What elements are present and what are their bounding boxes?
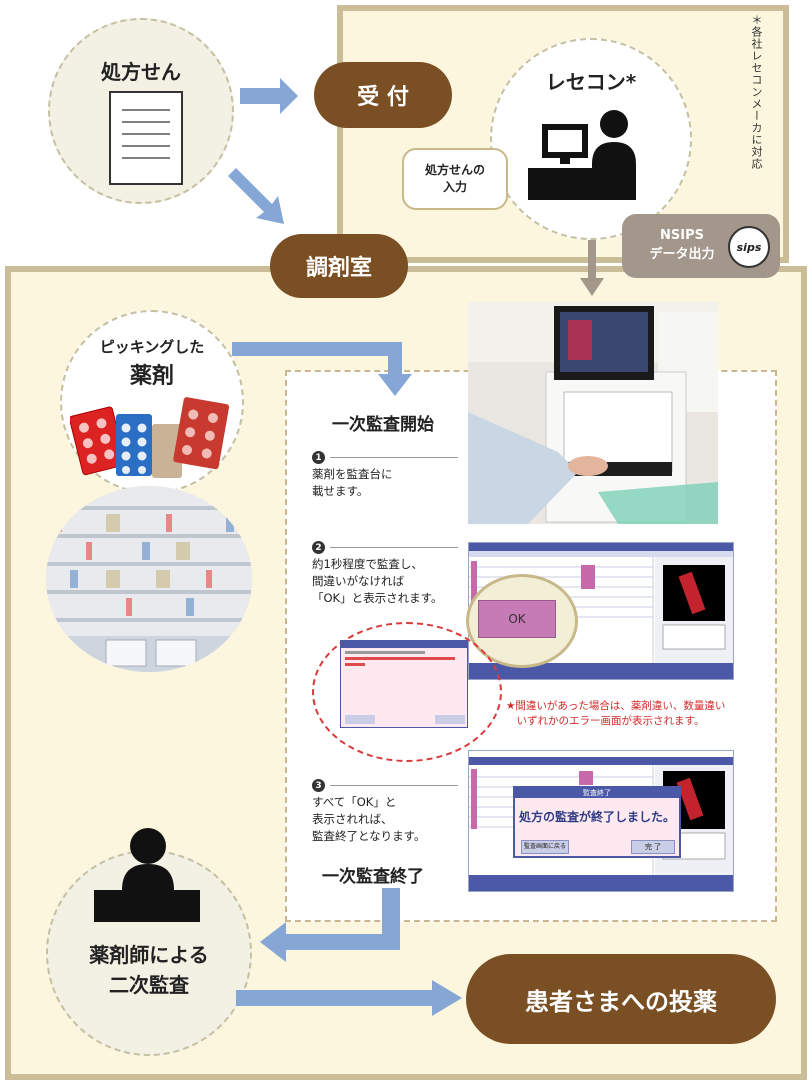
step-2-text: 約1秒程度で監査し、 間違いがなければ 「OK」と表示されます。 bbox=[312, 557, 443, 605]
dispensary-pill: 調剤室 bbox=[270, 234, 408, 298]
nsips-logo-text: sips bbox=[736, 240, 762, 254]
inspection-machine-photo bbox=[468, 302, 718, 524]
ok-indicator: OK bbox=[478, 600, 556, 638]
medicine-packs-image bbox=[70, 397, 230, 478]
step-2-number: 2 bbox=[312, 541, 325, 554]
step-3-divider bbox=[330, 785, 458, 786]
arrow-to-inspection bbox=[232, 342, 412, 396]
nsips-label: NSIPS データ出力 bbox=[649, 228, 715, 262]
vertical-note: ＊各社レセコンメーカに対応 bbox=[750, 14, 763, 170]
arrow-to-dispensary bbox=[228, 168, 284, 224]
arrow-to-reception bbox=[240, 78, 298, 114]
error-dialog-screenshot bbox=[340, 640, 468, 728]
inspection-start-heading: 一次監査開始 bbox=[332, 415, 434, 435]
patient-dispensing-pill: 患者さまへの投薬 bbox=[466, 954, 776, 1044]
nsips-logo: sips bbox=[728, 226, 770, 268]
arrow-to-patient bbox=[236, 980, 462, 1016]
document-icon bbox=[109, 91, 183, 185]
error-note: ★間違いがあった場合は、薬剤違い、数量違い いずれかのエラー画面が表示されます。 bbox=[506, 700, 726, 727]
complete-popup-title: 監査終了 bbox=[515, 788, 679, 798]
inspection-end-heading: 一次監査終了 bbox=[322, 867, 424, 887]
step-2-divider bbox=[330, 547, 458, 548]
step-3-number: 3 bbox=[312, 779, 325, 792]
step-1-text: 薬剤を監査台に 載せます。 bbox=[312, 467, 393, 498]
prescription-label: 処方せん bbox=[101, 60, 181, 84]
complete-button[interactable]: 完 了 bbox=[631, 840, 675, 854]
step-3-text: すべて「OK」と 表示されれば、 監査終了となります。 bbox=[312, 795, 426, 843]
pharmacist-icon bbox=[94, 828, 200, 922]
reception-pill: 受 付 bbox=[314, 62, 452, 128]
input-bubble: 処方せんの 入力 bbox=[402, 148, 508, 210]
pharmacist-label: 薬剤師による 二次監査 bbox=[89, 943, 209, 997]
picking-label-line2: 薬剤 bbox=[129, 364, 174, 389]
recekon-label: レセコン* bbox=[545, 70, 637, 94]
error-highlight-circle bbox=[312, 622, 502, 762]
complete-popup-message: 処方の監査が終了しました。 bbox=[518, 810, 675, 824]
step-1-divider bbox=[330, 457, 458, 458]
back-to-inspection-button[interactable]: 監査画面に戻る bbox=[521, 840, 569, 854]
recekon-circle bbox=[490, 38, 692, 240]
pc-user-icon bbox=[528, 110, 636, 200]
arrow-to-pharmacist bbox=[260, 888, 400, 962]
step-1-number: 1 bbox=[312, 451, 325, 464]
arrow-down-nsips bbox=[580, 240, 604, 296]
pharmacy-shelves-image bbox=[46, 486, 252, 672]
complete-popup: 監査終了 処方の監査が終了しました。 監査画面に戻る 完 了 bbox=[513, 786, 681, 858]
picking-label-line1: ピッキングした bbox=[99, 338, 205, 356]
